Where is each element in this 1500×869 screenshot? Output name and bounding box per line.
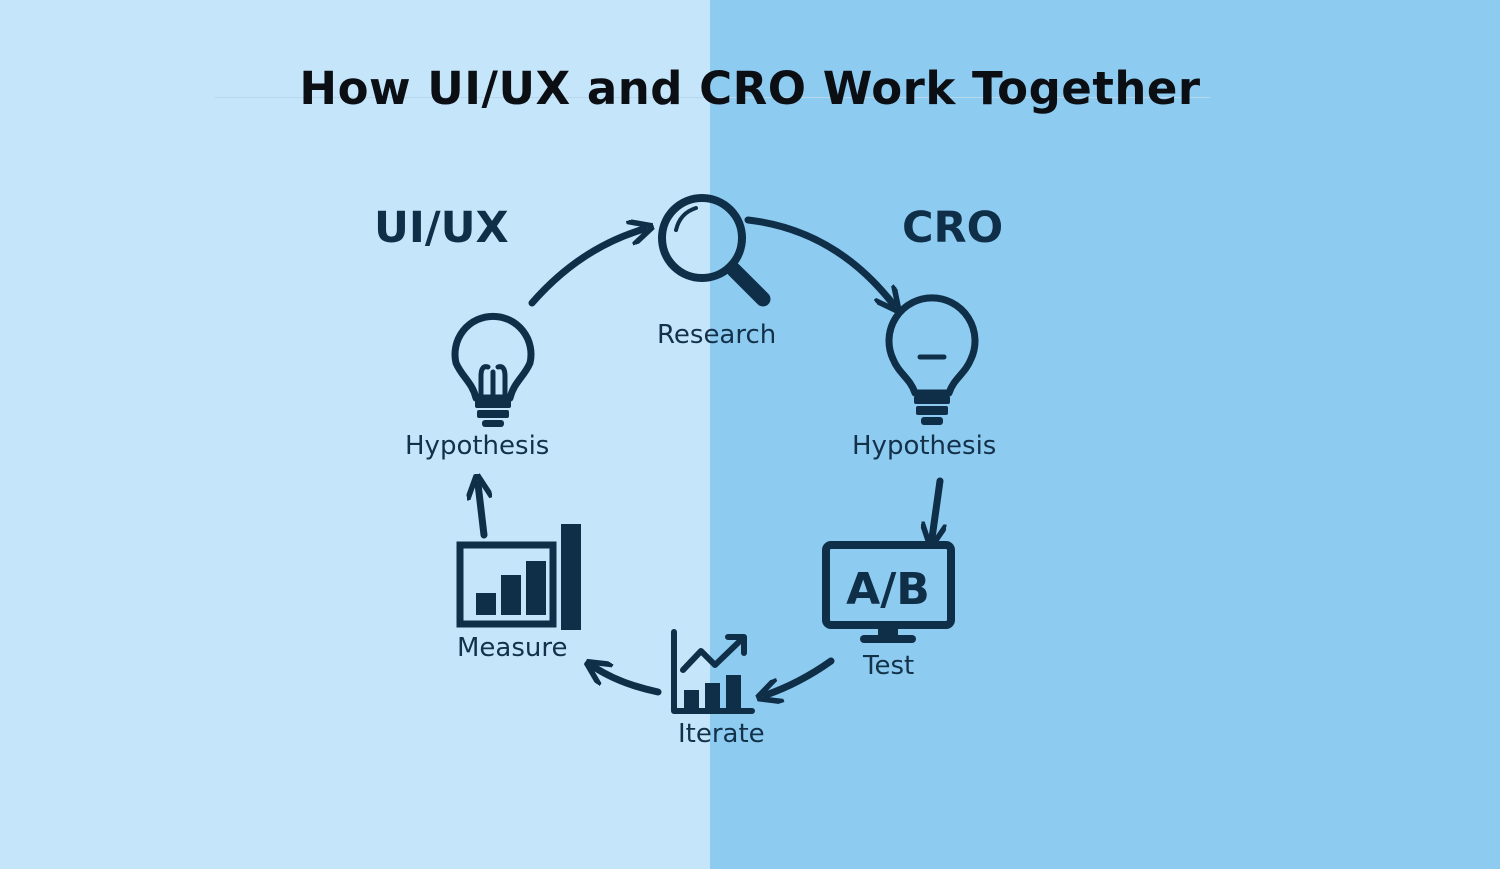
node-label-research: Research	[657, 320, 777, 350]
node-label-hypothesis-uiux: Hypothesis	[405, 431, 550, 461]
node-label-iterate: Iterate	[678, 719, 765, 749]
lightbulb-icon	[451, 312, 535, 427]
arrow-measure-to-hypothesis	[478, 484, 484, 539]
side-label-cro: CRO	[902, 203, 1004, 253]
arrow-research-to-hypothesis	[744, 216, 893, 304]
arrow-hypothesis-to-research	[528, 229, 644, 307]
ab-label: A/B	[846, 564, 930, 615]
monitor-ab-icon: A/B	[822, 541, 955, 643]
magnifier-icon	[658, 194, 771, 307]
background-left-panel	[0, 0, 710, 869]
node-label-measure: Measure	[457, 633, 568, 663]
node-label-test: Test	[863, 651, 915, 681]
growth-chart-icon	[671, 629, 755, 714]
arrow-test-to-iterate	[766, 657, 835, 695]
arrow-iterate-to-measure	[594, 667, 662, 696]
background-right-panel	[710, 0, 1500, 869]
lightbulb-icon	[885, 294, 979, 425]
title-divider	[215, 97, 1210, 98]
bar-chart-icon	[456, 524, 581, 630]
node-label-hypothesis-cro: Hypothesis	[852, 431, 997, 461]
page-title: How UI/UX and CRO Work Together	[299, 62, 1201, 115]
side-label-uiux: UI/UX	[374, 203, 509, 253]
arrow-hypothesis-to-test	[932, 477, 940, 538]
